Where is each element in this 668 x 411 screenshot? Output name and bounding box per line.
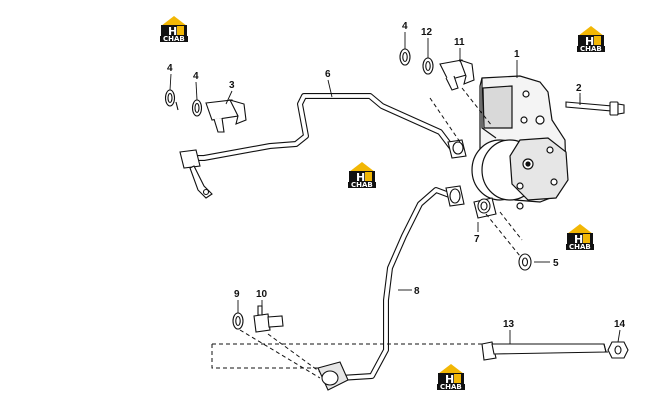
part-1-pump-assembly [471, 75, 569, 210]
brand-logo-top-left: CHAB [157, 14, 191, 43]
part-6-left-fitting [179, 149, 213, 199]
callout-8: 8 [414, 286, 420, 297]
part-8-bottom-fitting [317, 361, 349, 391]
brand-logo-text: CHAB [163, 35, 185, 43]
brand-logo-text: CHAB [580, 45, 602, 53]
callout-labels: 1 2 3 4 4 4 5 6 7 8 9 10 11 12 13 14 [167, 21, 626, 330]
part-5-washer [518, 253, 532, 271]
part-7-fitting [473, 197, 497, 219]
callout-10: 10 [256, 289, 268, 300]
callout-1: 1 [514, 49, 520, 60]
callout-13: 13 [503, 319, 515, 330]
brand-logo-top-right: CHAB [574, 24, 608, 53]
callout-4-left-a: 4 [167, 63, 173, 74]
callout-7: 7 [474, 234, 480, 245]
callout-14: 14 [614, 319, 626, 330]
part-12-washer [422, 57, 434, 75]
brand-logo-text: CHAB [351, 181, 373, 189]
part-4-washer-left-a [164, 89, 179, 111]
callout-2: 2 [576, 83, 582, 94]
part-10-connector [253, 305, 284, 333]
callout-9: 9 [234, 289, 240, 300]
assembly-guide-lines [211, 87, 610, 379]
part-3-banjo-bolt [205, 99, 247, 133]
callout-4-top: 4 [402, 21, 408, 32]
part-4-washer-left-b [191, 99, 203, 117]
part-8-top-fitting [445, 185, 465, 207]
part-13-long-bolt [481, 341, 607, 361]
callout-6: 6 [325, 69, 331, 80]
callout-3: 3 [229, 80, 235, 91]
brand-logo-center: CHAB [345, 160, 379, 189]
part-4-washer-top [399, 48, 411, 66]
callout-11: 11 [454, 37, 465, 48]
part-2-bolt [565, 101, 625, 116]
part-8-lower-tube [339, 187, 454, 381]
callout-12: 12 [421, 27, 433, 38]
brand-logo-text: CHAB [440, 383, 462, 391]
brand-logo-right: CHAB [563, 222, 597, 251]
callout-4-left-b: 4 [193, 71, 199, 82]
brand-logo-bottom: CHAB [434, 362, 468, 391]
brand-logo-text: CHAB [569, 243, 591, 251]
part-11-banjo-bolt [439, 59, 475, 91]
part-6-upper-tube [190, 93, 455, 161]
part-9-washer [232, 312, 244, 330]
part-6-right-fitting [447, 139, 467, 159]
callout-5: 5 [553, 258, 559, 269]
part-14-nut [607, 341, 629, 359]
callout-leaders [169, 32, 621, 344]
